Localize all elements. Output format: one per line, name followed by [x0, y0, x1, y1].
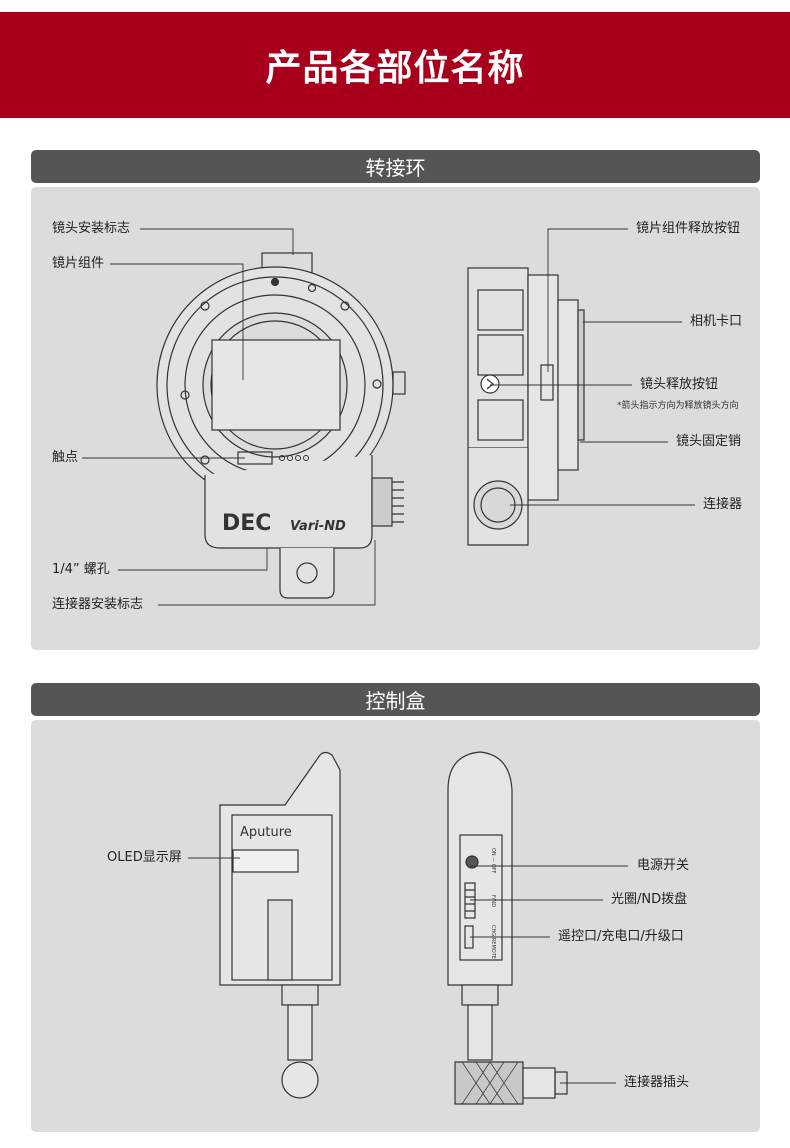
label-connector-plug: 连接器插头 — [624, 1075, 690, 1090]
adapter-leader-lines — [82, 228, 695, 606]
control-box-leader-lines — [188, 857, 628, 1084]
label-lens-assembly: 镜片组件 — [52, 256, 105, 271]
device-dial-text: F/ND — [490, 895, 496, 907]
page-title: 产品各部位名称 — [265, 48, 525, 89]
label-lens-pin: 镜头固定销 — [676, 434, 742, 449]
label-connector-mark: 连接器安装标志 — [52, 597, 144, 612]
device-switch-text: ON — OFF — [490, 848, 496, 874]
control-box-front-drawing: Aputure — [219, 751, 341, 1099]
control-box-side-drawing: ON — OFF F/ND CHG/REMOTE — [447, 751, 568, 1105]
label-lens-release: 镜头释放按钮 — [640, 377, 719, 392]
label-contacts: 触点 — [52, 450, 79, 465]
label-screw-hole: 1/4” 螺孔 — [52, 562, 110, 577]
lens-release-note: *箭头指示方向为释放镜头方向 — [617, 401, 739, 411]
label-power-switch: 电源开关 — [637, 858, 690, 873]
label-dial: 光圈/ND拨盘 — [611, 892, 688, 907]
page-banner: 产品各部位名称 — [0, 12, 790, 118]
aputure-logo: Aputure — [240, 825, 292, 840]
device-port-text: CHG/REMOTE — [490, 925, 496, 959]
label-lens-assembly-release: 镜片组件释放按钮 — [636, 221, 741, 236]
label-mount-mark: 镜头安装标志 — [52, 221, 131, 236]
section-header-adapter: 转接环 — [31, 150, 760, 183]
label-port: 遥控口/充电口/升级口 — [558, 929, 684, 944]
adapter-brand-logo: DEC — [222, 511, 271, 536]
adapter-model-logo: Vari-ND — [290, 519, 346, 534]
label-camera-mount: 相机卡口 — [690, 314, 743, 329]
label-oled: OLED显示屏 — [107, 850, 182, 865]
label-connector: 连接器 — [703, 497, 743, 512]
adapter-front-drawing: DEC Vari-ND — [156, 252, 406, 599]
control-box-panel — [31, 720, 760, 1132]
section-header-control-box: 控制盒 — [31, 683, 760, 716]
adapter-side-drawing — [467, 267, 585, 546]
